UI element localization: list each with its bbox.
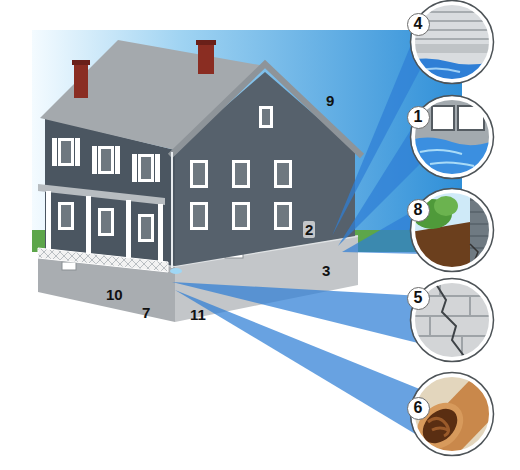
- house-windows-part: [274, 160, 292, 188]
- house-windows-part: [277, 205, 289, 227]
- inset-circle: 4: [412, 2, 492, 82]
- house-windows-part: [262, 109, 270, 125]
- inset-circle: 8: [412, 190, 492, 270]
- porch-part: [38, 248, 168, 272]
- house-windows-part: [58, 138, 74, 166]
- house-windows-part: [141, 217, 151, 239]
- callout-number: 5: [407, 287, 430, 310]
- house-windows-part: [274, 202, 292, 230]
- callout-number: 4: [407, 13, 430, 36]
- house-roof-part: [196, 40, 216, 45]
- house-windows-part: [193, 163, 205, 185]
- house-windows-part: [61, 141, 71, 163]
- house-windows-part: [193, 205, 205, 227]
- inset-soil-grading-part: [434, 196, 458, 216]
- porch-part: [158, 204, 163, 262]
- house-windows-part: [92, 146, 97, 174]
- house-roof-part: [74, 62, 88, 98]
- magnifier-beams: [172, 18, 422, 438]
- house-windows-part: [101, 211, 111, 233]
- callout-number: 10: [106, 286, 123, 303]
- callout-number: 8: [407, 199, 430, 222]
- callout-number: 9: [326, 92, 334, 109]
- house-roof-part: [198, 42, 214, 74]
- house-windows-part: [155, 154, 160, 182]
- inset-circle: 5: [412, 280, 492, 360]
- house-windows-part: [52, 138, 57, 166]
- house-windows-part: [235, 163, 247, 185]
- inset-window-well-part: [432, 106, 454, 130]
- house-windows-part: [138, 214, 154, 242]
- house-windows-part: [98, 146, 114, 174]
- inset-window-well-part: [420, 150, 474, 166]
- house-windows-part: [132, 154, 137, 182]
- porch-part: [171, 152, 173, 268]
- porch-part: [46, 191, 51, 251]
- porch-part: [38, 184, 165, 205]
- inset-clogged-pipe: [407, 372, 500, 470]
- inset-circle: 1: [412, 97, 492, 177]
- magnifier-beams-part: [175, 290, 422, 438]
- house-windows-part: [235, 205, 247, 227]
- inset-cracked-wall-part: [436, 284, 464, 356]
- inset-clogged-pipe-part: [428, 418, 449, 436]
- house-foundation-part: [62, 262, 76, 270]
- house-windows-part: [58, 202, 74, 230]
- porch-part: [170, 268, 182, 274]
- porch-part: [126, 200, 131, 260]
- house-windows-part: [190, 202, 208, 230]
- callout-number: 2: [303, 221, 315, 238]
- house-roof-part: [170, 64, 362, 156]
- inset-gutter-part: [410, 44, 500, 53]
- callout-number: 11: [190, 306, 206, 323]
- house-windows-part: [101, 149, 111, 171]
- callout-number: 6: [407, 397, 430, 420]
- callout-number: 3: [322, 262, 330, 279]
- porch-part: [86, 196, 91, 256]
- house-windows-part: [98, 208, 114, 236]
- inset-clogged-pipe-part: [407, 393, 472, 458]
- house-roof: [40, 40, 362, 156]
- house-windows-part: [277, 163, 289, 185]
- house-windows-part: [141, 157, 151, 179]
- house-windows-part: [232, 202, 250, 230]
- inset-circle: 6: [412, 374, 492, 454]
- magnifier-beams-part: [172, 282, 422, 344]
- house-windows-part: [115, 146, 120, 174]
- house-roof-part: [72, 60, 90, 65]
- callout-number: 1: [407, 106, 430, 129]
- house-windows-part: [232, 160, 250, 188]
- house-windows-part: [75, 138, 80, 166]
- house-windows-part: [138, 154, 154, 182]
- house-windows-part: [61, 205, 71, 227]
- callout-number: 7: [142, 304, 150, 321]
- house-windows-part: [259, 106, 273, 128]
- porch: [38, 152, 182, 274]
- house-windows-part: [190, 160, 208, 188]
